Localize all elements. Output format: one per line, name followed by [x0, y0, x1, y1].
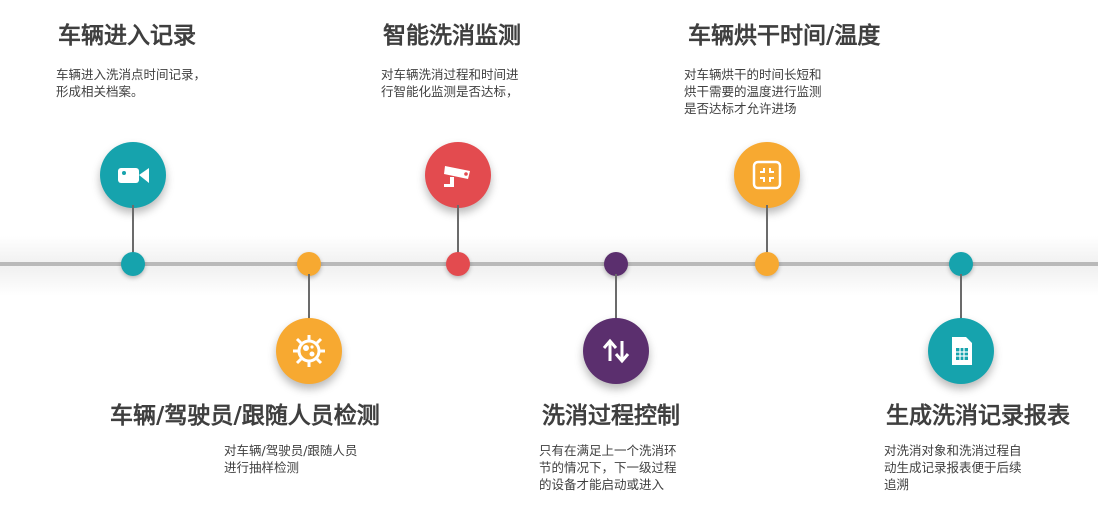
virus-icon	[293, 335, 325, 367]
step-title: 车辆烘干时间/温度	[688, 23, 881, 49]
step-description: 对车辆烘干的时间长短和 烘干需要的温度进行监测 是否达标才允许进场	[684, 67, 822, 116]
step-title: 智能洗消监测	[383, 23, 521, 49]
step-title: 洗消过程控制	[542, 403, 680, 429]
timeline-dot	[297, 252, 321, 276]
timeline-dot	[949, 252, 973, 276]
exchange-arrows-icon	[602, 338, 630, 364]
step-title: 车辆/驾驶员/跟随人员检测	[110, 403, 380, 429]
step-description: 对洗消对象和洗消过程自 动生成记录报表便于后续 追溯	[884, 443, 1022, 492]
timeline-dot	[604, 252, 628, 276]
video-camera-icon	[118, 168, 149, 183]
step-description: 对车辆/驾驶员/跟随人员 进行抽样检测	[224, 443, 358, 475]
spreadsheet-icon	[952, 337, 972, 365]
step-title: 车辆进入记录	[58, 23, 196, 49]
step-icon-circle	[734, 142, 800, 208]
step-title: 生成洗消记录报表	[886, 403, 1070, 429]
step-icon-circle	[276, 318, 342, 384]
step-connector	[457, 205, 459, 259]
step-icon-circle	[100, 142, 166, 208]
timeline-dot	[121, 252, 145, 276]
step-connector	[766, 205, 768, 259]
timeline-dot	[446, 252, 470, 276]
shrink-icon	[752, 160, 782, 190]
step-connector	[132, 205, 134, 259]
timeline-line	[0, 262, 1098, 266]
timeline-dot	[755, 252, 779, 276]
step-connector	[615, 274, 617, 320]
step-icon-circle	[425, 142, 491, 208]
step-description: 车辆进入洗消点时间记录， 形成相关档案。	[56, 67, 207, 99]
step-connector	[308, 274, 310, 320]
step-description: 只有在满足上一个洗消环 节的情况下，下一级过程 的设备才能启动或进入	[539, 443, 677, 492]
step-connector	[960, 274, 962, 320]
step-icon-circle	[583, 318, 649, 384]
security-camera-icon	[444, 166, 470, 187]
step-icon-circle	[928, 318, 994, 384]
timeline-shadow-band	[0, 236, 1098, 296]
step-description: 对车辆洗消过程和时间进 行智能化监测是否达标，	[381, 67, 519, 99]
